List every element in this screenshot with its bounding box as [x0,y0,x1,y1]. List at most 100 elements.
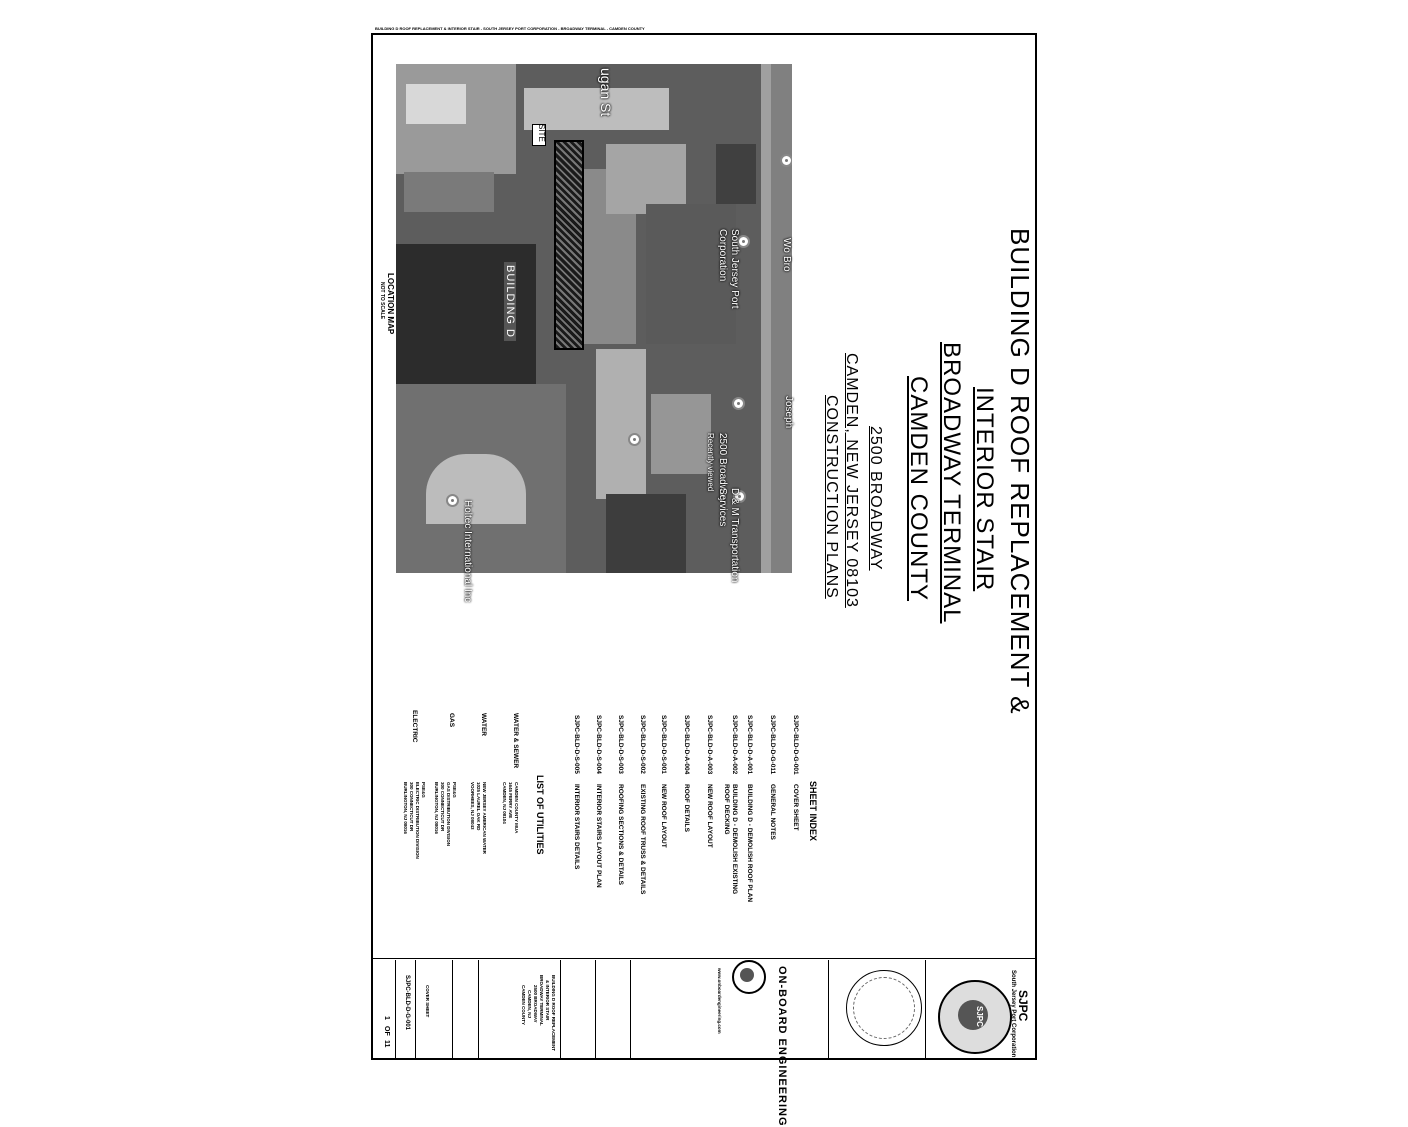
map-label-dm: D & M Transportation Services [717,488,740,583]
map-street-label: ugan St [598,68,614,117]
drawing-number: SJPC-BLD-D-G-001 [404,975,410,1031]
title-block-divider [560,960,561,1058]
sheet-index-code: SJPC-BLD-D-S-002 [639,715,646,774]
utility-line: CAMDEN COUNTY MUA [514,782,519,834]
utility-line: 1025 LAUREL OAK RD [476,782,481,831]
sheet-index-code: SJPC-BLD-D-A-002 [731,715,738,775]
map-pin-icon [446,494,459,507]
drawing-border [371,33,1037,1060]
title-block-divider [452,960,453,1058]
sheet-index-desc: EXISTING ROOF TRUSS & DETAILS [639,784,646,895]
utility-line: 300 CONNECTICUT DR [440,782,445,832]
title-line2: INTERIOR STAIR [971,387,998,592]
site-building-d [554,140,584,350]
utility-line: ELECTRIC DISTRIBUTION DIVISION [415,782,420,859]
building-d-label: BUILDING D [504,262,516,341]
map-label-holtec: Holtec International Inc [462,500,473,603]
sheet-index-code: SJPC-BLD-D-S-004 [595,715,602,774]
title-subtitle: CONSTRUCTION PLANS [823,395,840,599]
title-block-divider [371,958,1037,959]
sheet-index-desc: ROOF DETAILS [683,784,690,832]
sheet-number: 1 [383,1016,390,1020]
sheet-index-code: SJPC-BLD-D-S-001 [660,715,667,774]
sjpc-logo-text: SJPC [975,1006,984,1027]
sheet-index-title: SHEET INDEX [808,781,818,842]
sheet-index-desc: NEW ROOF LAYOUT [660,784,667,848]
map-building [651,394,711,474]
utility-type: WATER & SEWER [512,713,519,769]
utility-line: PSE&G [421,782,426,798]
project-line: BROADWAY TERMINAL [539,975,544,1026]
title-block-divider [478,960,479,1058]
utility-type: GAS [448,713,455,728]
project-line: CAMDEN, NJ [527,990,532,1019]
title-block-divider [415,960,416,1058]
utility-line: GAS DISTRIBUTION DIVISION [446,782,451,847]
title-block-divider [630,960,631,1058]
map-building [606,144,686,214]
project-line: & INTERIOR STAIR [545,980,550,1021]
sheet-index-desc: GENERAL NOTES [769,784,776,840]
utility-type: WATER [480,713,487,736]
sheet-index-code: SJPC-BLD-D-A-004 [683,715,690,775]
utility-line: BURLINGTON, NJ 08016 [403,782,408,834]
map-label-recent: Recently viewed [706,433,715,492]
utility-line: 1645 FERRY AVE [508,782,513,819]
map-road [761,64,771,573]
project-line: CAMDEN COUNTY [521,985,526,1025]
utility-line: NEW JERSEY AMERICAN WATER [482,782,487,854]
title-block-divider [828,960,829,1058]
sheet-index-desc: INTERIOR STAIRS LAYOUT PLAN [595,784,602,888]
utility-line: PSE&G [452,782,457,798]
title-address1: 2500 BROADWAY [867,426,884,571]
title-block-divider [925,960,926,1058]
map-pin-icon [732,397,745,410]
map-label-sjpc: South Jersey Port Corporation [717,229,740,309]
map-pin-icon [780,154,792,167]
engineer-seal-icon [846,970,922,1046]
title-line4: CAMDEN COUNTY [905,376,932,602]
map-building [404,172,494,212]
utility-line: 300 CONNECTICUT DR [409,782,414,832]
sheet-index-code: SJPC-BLD-D-A-003 [706,715,713,775]
org-label: SJPC [1016,990,1030,1022]
firm-web: www.onboardengineering.com [717,968,722,1034]
title-block-divider [595,960,596,1058]
sheet-index-desc: COVER SHEET [792,784,799,831]
sheet-index-desc: BUILDING D - DEMOLISH ROOF PLAN [746,784,753,903]
sjpc-logo-icon: SJPC [938,980,1012,1054]
title-block-divider [395,960,396,1058]
map-label-joseph: Joseph [783,396,794,429]
sheet-index-code: SJPC-BLD-D-G-011 [769,715,776,775]
site-label: SITE [537,124,546,142]
map-pin-icon [733,490,746,503]
map-lot [646,204,736,344]
sheet-index-desc: ROOFING SECTIONS & DETAILS [617,784,624,885]
sheet-index-desc: BUILDING D - DEMOLISH EXISTING ROOF DECK… [723,784,738,895]
sheet-index-code: SJPC-BLD-D-S-005 [573,715,580,774]
title-address2: CAMDEN, NEW JERSEY 08103 [843,353,860,608]
sheet-title: COVER SHEET [425,985,430,1018]
map-pin-icon [628,433,641,446]
sheet-index-code: SJPC-BLD-D-G-001 [792,715,799,775]
map-building [524,88,669,130]
map-building [596,349,646,499]
location-map [396,64,792,573]
title-line3: BROADWAY TERMINAL [938,342,965,624]
map-label-bro: Bro [781,256,792,272]
utility-line: VOORHEES, NJ 08043 [470,782,475,830]
map-building [606,494,686,573]
utility-type: ELECTRIC [411,710,418,743]
sheet-total: 11 [383,1040,390,1048]
utility-line: BURLINGTON, NJ 08016 [434,782,439,834]
location-map-scale: NOT TO SCALE [379,282,385,320]
project-line: BUILDING D ROOF REPLACEMENT [551,975,556,1051]
sheet-of: OF [383,1026,390,1036]
map-building [426,454,526,524]
title-line1: BUILDING D ROOF REPLACEMENT & [1005,228,1035,715]
top-note: BUILDING D ROOF REPLACEMENT & INTERIOR S… [375,26,645,31]
map-pin-icon [737,235,750,248]
firm-name: ON-BOARD ENGINEERING [776,966,788,1127]
map-building [716,144,756,204]
map-lot [406,84,466,124]
